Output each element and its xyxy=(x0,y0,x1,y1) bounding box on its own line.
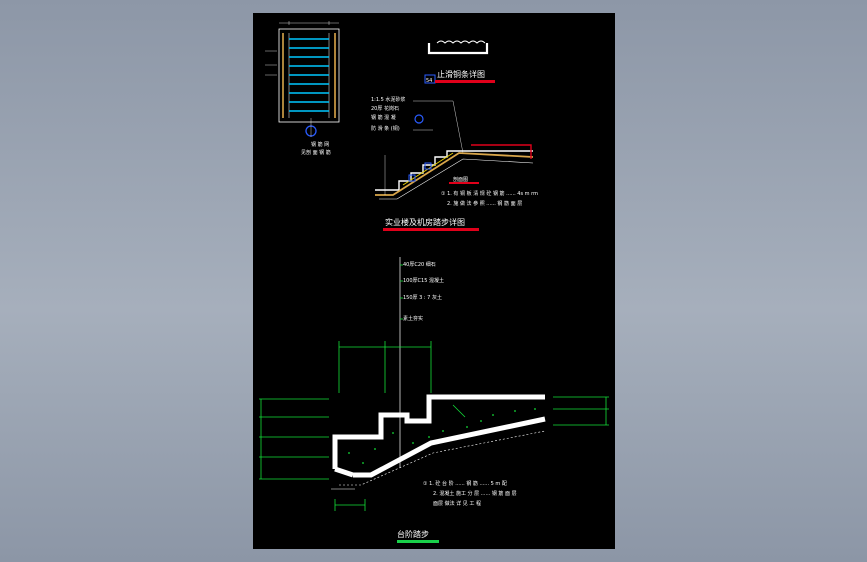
stair-leader-c: 钢 筋 混 凝 xyxy=(371,114,396,121)
detail-number-box xyxy=(424,74,436,84)
bottom-note-3: 面层 做法 详 见 工 程 xyxy=(433,500,481,507)
cad-drawing-sheet: 钢 筋 网 见剖 面 钢 筋 54 止滑铜条详图 1:1.5 水泥砂浆 20厚 … xyxy=(253,13,615,549)
concrete-aggregate-dot xyxy=(428,436,430,438)
stair-title: 实业楼及机房踏步详图 xyxy=(385,217,465,227)
stair-leader-a: 1:1.5 水泥砂浆 xyxy=(371,96,405,103)
concrete-aggregate-dot xyxy=(362,462,364,464)
concrete-aggregate-dot xyxy=(442,430,444,432)
step-leader-2: 100厚C15 混凝土 xyxy=(403,277,444,284)
anti-slip-strip-detail: 54 止滑铜条详图 xyxy=(424,40,495,84)
stair-title-underline xyxy=(383,228,479,231)
exterior-step-section: 40厚C20 细石 100厚C15 混凝土 150厚 3 : 7 灰土 素土夯实 xyxy=(259,257,609,543)
concrete-aggregate-dot xyxy=(374,448,376,450)
step-leader-1: 40厚C20 细石 xyxy=(403,261,436,268)
concrete-aggregate-dot xyxy=(514,410,516,412)
section-marker-icon xyxy=(414,114,424,124)
step-leader-4: 素土夯实 xyxy=(403,315,423,322)
section-label-underline xyxy=(449,182,479,184)
stair-section-view: 1:1.5 水泥砂浆 20厚 花岗石 钢 筋 混 凝 防 滑 条 (铜) 剖面图… xyxy=(371,96,538,231)
bottom-note-2: 2. 混凝土 施工 分 层 ...... 钢 筋 面 层 xyxy=(433,490,517,497)
section-node-a xyxy=(408,174,416,182)
concrete-aggregate-dot xyxy=(534,408,536,410)
anti-slip-title: 止滑铜条详图 xyxy=(437,69,485,79)
concrete-aggregate-dot xyxy=(466,426,468,428)
section-node-b xyxy=(424,162,432,170)
section-label: 剖面图 xyxy=(453,176,468,183)
bottom-note-1: ① 1. 砼 台 阶 ...... 钢 筋 ...... 5 m 配 xyxy=(423,480,507,487)
slip-note-2: 2. 施 做 法 参 照 ...... 钢 筋 面 层 xyxy=(447,200,522,207)
concrete-aggregate-dot xyxy=(480,420,482,422)
detail-number: 54 xyxy=(426,78,432,84)
concrete-aggregate-dot xyxy=(412,442,414,444)
anti-slip-title-underline xyxy=(435,80,495,83)
cad-drawing-canvas: 钢 筋 网 见剖 面 钢 筋 54 止滑铜条详图 1:1.5 水泥砂浆 20厚 … xyxy=(259,21,609,543)
step-leader-3: 150厚 3 : 7 灰土 xyxy=(403,294,442,301)
bottom-title-underline xyxy=(397,540,439,543)
concrete-aggregate-dot xyxy=(348,452,350,454)
slip-note-1: ① 1. 有 铜 板 清 规 砼 钢 筋 ...... 4s m rm xyxy=(441,190,538,197)
concrete-aggregate-dot xyxy=(392,432,394,434)
stair-leader-d: 防 滑 条 (铜) xyxy=(371,125,400,132)
bottom-title: 台阶踏步 xyxy=(397,529,429,539)
stair-leader-b: 20厚 花岗石 xyxy=(371,105,399,112)
plan-label: 钢 筋 网 xyxy=(311,141,329,148)
plan-sublabel: 见剖 面 钢 筋 xyxy=(301,149,331,156)
concrete-aggregate-dot xyxy=(492,414,494,416)
stair-plan-view: 钢 筋 网 见剖 面 钢 筋 xyxy=(265,21,340,156)
